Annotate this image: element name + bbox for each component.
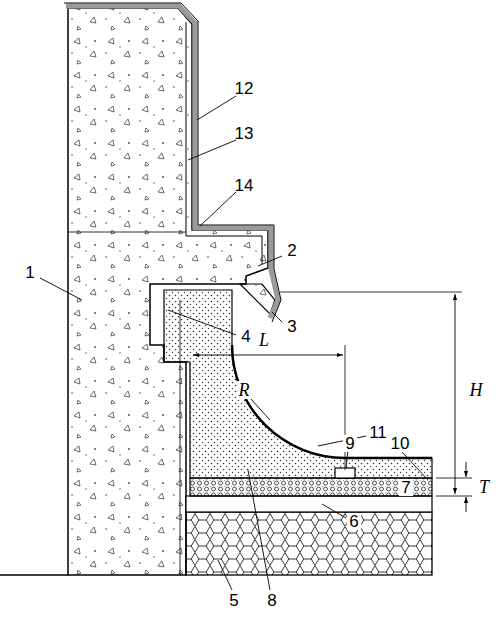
- callout-number: R: [237, 381, 252, 399]
- callout-number: L: [257, 331, 271, 349]
- callout-number: 1: [23, 264, 36, 281]
- callout-number: T: [477, 478, 491, 496]
- callout-number: 12: [233, 80, 256, 97]
- callout-number: 5: [227, 592, 240, 609]
- callout-number: 2: [285, 242, 298, 259]
- callout-number: 3: [285, 318, 298, 335]
- callout-number: 14: [233, 177, 256, 194]
- callout-number: 6: [347, 513, 360, 530]
- callout-number: 10: [389, 435, 412, 452]
- callout-number: 8: [265, 592, 278, 609]
- callout-number: 13: [233, 125, 256, 142]
- callout-number: 4: [239, 328, 252, 345]
- callout-number: 11: [367, 424, 389, 441]
- callout-number: 7: [399, 479, 412, 496]
- callout-number: 9: [343, 435, 356, 452]
- callout-number: H: [468, 381, 485, 399]
